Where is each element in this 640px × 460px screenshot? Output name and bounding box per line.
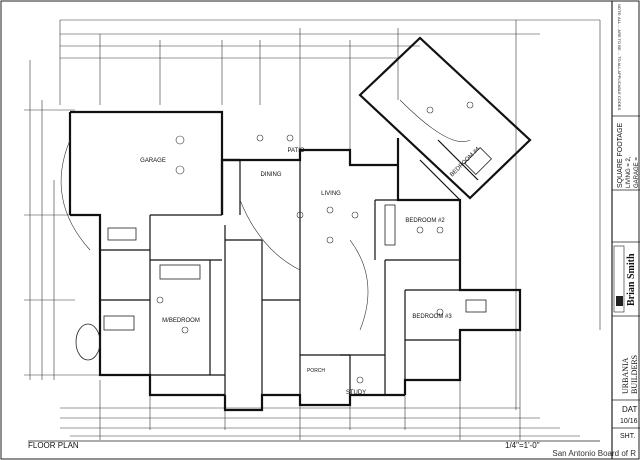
- room-label-living: LIVING: [321, 191, 341, 197]
- builder-name: Brian Smith: [626, 253, 637, 306]
- room-label-master-bedroom: M/BEDROOM: [162, 318, 200, 324]
- interior-walls: [100, 139, 479, 395]
- title-block: NOTE: ALL ... ARE TO BE ... TO ALL APPLI…: [611, 1, 640, 459]
- date-value: 10/16: [620, 418, 638, 425]
- room-label-study: STUDY: [346, 390, 366, 396]
- builder-logo: [613, 245, 625, 313]
- sheet-label: SHT.: [620, 433, 635, 440]
- room-label-bedroom-mid: BEDROOM #3: [412, 314, 452, 320]
- square-footage-garage: GARAGE =: [634, 157, 640, 188]
- builder-logo-mark: [616, 296, 623, 306]
- title-block-notes: NOTE: ALL ... ARE TO BE ... TO ALL APPLI…: [617, 4, 622, 110]
- room-label-dining: DINING: [261, 172, 282, 178]
- watermark: San Antonio Board of R: [552, 449, 636, 458]
- electrical-symbols: [60, 99, 474, 384]
- date-label: DAT: [622, 405, 638, 414]
- bottom-dimension-lines: [60, 330, 580, 440]
- room-label-bedroom-top: BEDROOM #2: [405, 218, 445, 224]
- company-line1: URBANIA: [621, 357, 630, 394]
- company-line2: BUILDERS: [630, 355, 639, 394]
- room-labels: GARAGE PATIO DINING LIVING BEDROOM #2 BE…: [140, 146, 482, 396]
- left-dimension-lines: [24, 60, 100, 380]
- fixtures: [75, 146, 493, 361]
- room-label-garage: GARAGE: [140, 158, 166, 164]
- room-label-patio: PATIO: [287, 148, 304, 154]
- plan-scale: 1/4"=1'-0": [505, 441, 540, 450]
- plan-title: FLOOR PLAN: [28, 441, 79, 450]
- square-footage-living: LIVING = 2,: [626, 156, 632, 188]
- room-label-porch: PORCH: [307, 368, 325, 374]
- top-dimension-lines: [59, 19, 601, 410]
- square-footage-heading: SQUARE FOOTAGE: [617, 122, 624, 188]
